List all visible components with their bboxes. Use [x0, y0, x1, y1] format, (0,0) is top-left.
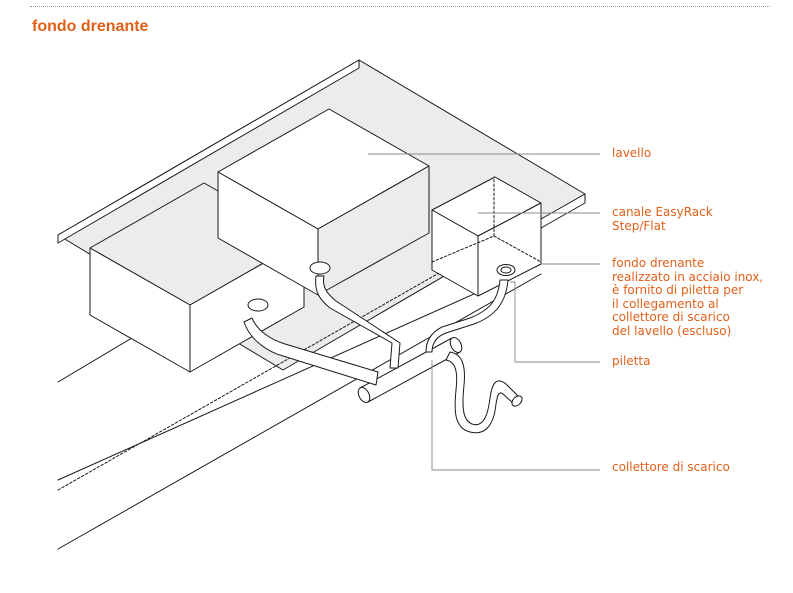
- branch-pipe-middle: [309, 261, 401, 369]
- leader-collettore: [431, 360, 600, 471]
- base-edge-dotted: [57, 239, 498, 491]
- page-title: fondo drenante: [32, 18, 149, 35]
- label-piletta: piletta: [612, 354, 651, 368]
- countertop-front-face: [57, 59, 360, 244]
- s-trap: [445, 351, 523, 434]
- leader-piletta: [510, 281, 600, 363]
- label-lavello: lavello: [612, 146, 652, 160]
- easyrack-channel: [431, 176, 542, 297]
- right-sink-basin: [217, 108, 430, 296]
- top-dotted-rule: [30, 6, 770, 7]
- branch-pipe-right: [425, 264, 516, 353]
- label-fondo-drenante: fondo drenante realizzato in acciaio ino…: [612, 256, 764, 338]
- label-collettore: collettore di scarico: [612, 460, 730, 474]
- base-edge-lower: [57, 273, 542, 550]
- label-canale: canale EasyRack Step/Flat: [612, 205, 713, 233]
- collector-pipe: [357, 337, 463, 403]
- branch-pipe-left: [243, 298, 379, 386]
